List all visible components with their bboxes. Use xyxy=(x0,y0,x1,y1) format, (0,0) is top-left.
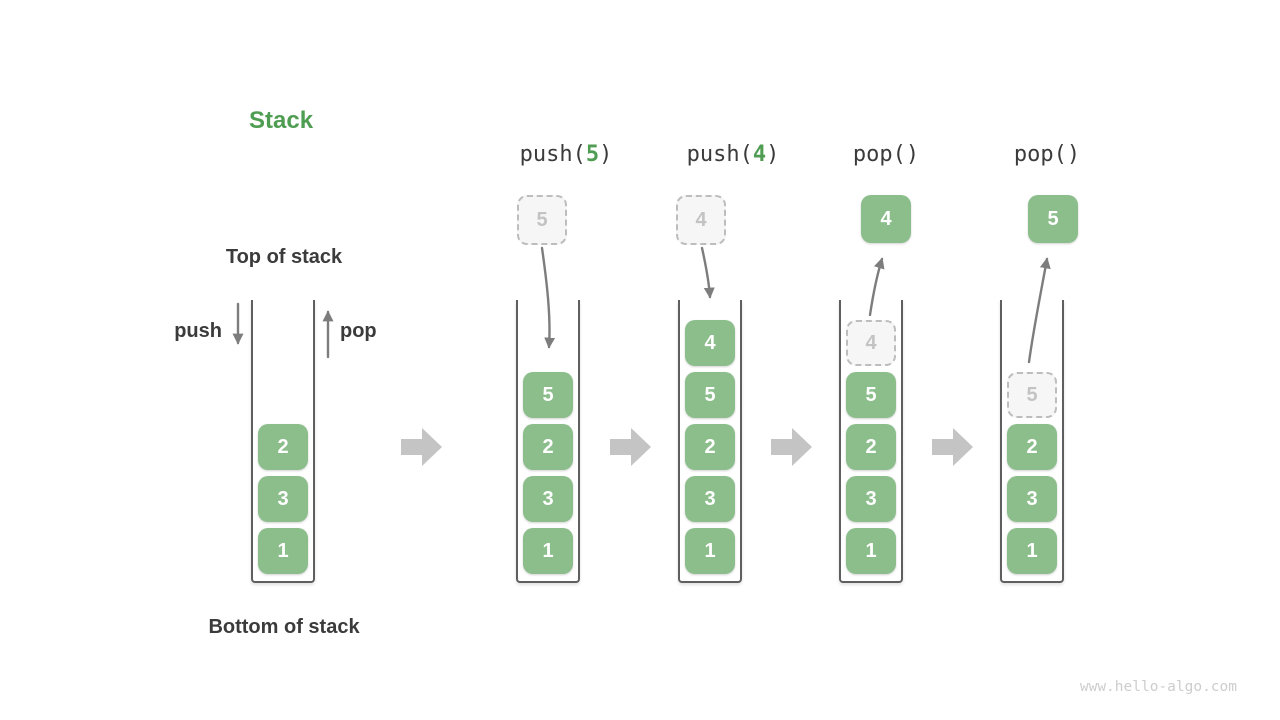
operation-label-pop-1: pop() xyxy=(786,142,986,167)
stack-block: 5 xyxy=(685,372,735,418)
push4-insert-arrow-icon xyxy=(700,246,715,299)
stack-block: 2 xyxy=(846,424,896,470)
stack-block: 1 xyxy=(1007,528,1057,574)
op-suffix: ) xyxy=(766,142,780,167)
stack-block: 5 xyxy=(846,372,896,418)
op-arg: 4 xyxy=(752,142,767,167)
op-prefix: push( xyxy=(519,142,586,167)
step-arrow-icon xyxy=(932,428,973,466)
stack-block: 2 xyxy=(523,424,573,470)
floating-popped-element-5: 5 xyxy=(1028,195,1078,243)
stack-block: 1 xyxy=(258,528,308,574)
stack-block: 3 xyxy=(258,476,308,522)
watermark: www.hello-algo.com xyxy=(1079,679,1237,695)
bottom-of-stack-label: Bottom of stack xyxy=(208,616,360,638)
step-arrow-icon xyxy=(771,428,812,466)
diagram-title: Stack xyxy=(249,107,314,134)
stack-block: 1 xyxy=(685,528,735,574)
step-arrow-icon xyxy=(401,428,442,466)
floating-ghost-element-5: 5 xyxy=(517,195,567,245)
operation-label-push-4: push(4) xyxy=(633,142,833,167)
op-prefix: pop() xyxy=(1013,142,1081,167)
op-prefix: push( xyxy=(686,142,753,167)
push-label: push xyxy=(174,320,222,342)
stack-block: 3 xyxy=(685,476,735,522)
operation-label-pop-2: pop() xyxy=(947,142,1147,167)
stack-block: 1 xyxy=(846,528,896,574)
stack-block: 2 xyxy=(685,424,735,470)
stack-block: 1 xyxy=(523,528,573,574)
operation-label-push-5: push(5) xyxy=(466,142,666,167)
stack-block: 2 xyxy=(1007,424,1057,470)
floating-popped-element-4: 4 xyxy=(861,195,911,243)
stack-block: 3 xyxy=(1007,476,1057,522)
op-arg: 5 xyxy=(585,142,600,167)
stack-block: 2 xyxy=(258,424,308,470)
op-prefix: pop() xyxy=(852,142,920,167)
stack-block: 5 xyxy=(523,372,573,418)
pop-label: pop xyxy=(340,320,377,342)
top-of-stack-label: Top of stack xyxy=(225,246,343,268)
stack-block: 3 xyxy=(846,476,896,522)
floating-ghost-element-4: 4 xyxy=(676,195,726,245)
stack-block: 4 xyxy=(685,320,735,366)
stack-ghost-block: 5 xyxy=(1007,372,1057,418)
step-arrow-icon xyxy=(610,428,651,466)
stack-ghost-block: 4 xyxy=(846,320,896,366)
stack-block: 3 xyxy=(523,476,573,522)
op-suffix: ) xyxy=(599,142,613,167)
